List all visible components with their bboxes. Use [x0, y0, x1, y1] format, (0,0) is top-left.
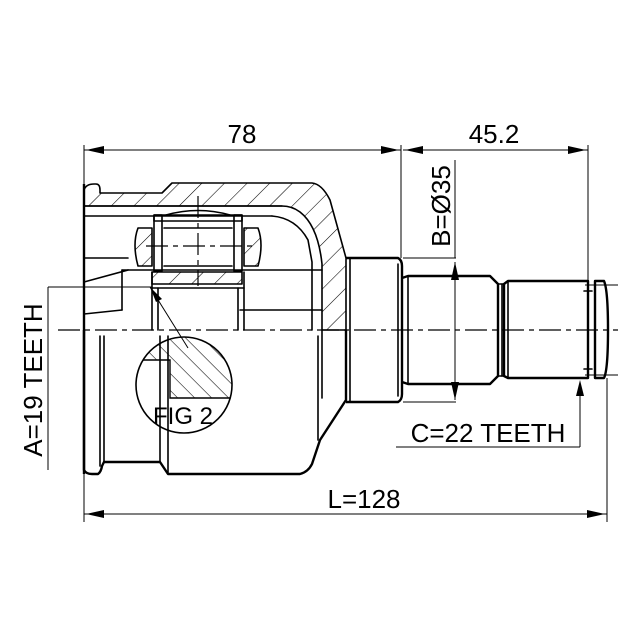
callout-a-label: A=19 TEETH [18, 303, 48, 456]
arrow-down-icon [451, 382, 459, 400]
joint-housing [82, 182, 348, 476]
callout-a-teeth: A=19 TEETH [18, 286, 152, 470]
arrow-up-icon [451, 262, 459, 280]
dimension-45-2: 45.2 [403, 119, 589, 285]
arrow-left-icon [405, 146, 423, 154]
dimension-b-diameter: B=Ø35 [403, 160, 459, 403]
stub-shaft [346, 256, 618, 404]
dimension-78-label: 78 [228, 119, 257, 149]
arrow-right-icon [568, 146, 586, 154]
dimension-78: 78 [83, 119, 402, 258]
dimension-b-label: B=Ø35 [426, 165, 456, 247]
arrow-left-icon [86, 510, 104, 518]
fig2-label: FIG 2 [153, 403, 213, 430]
arrow-right-icon [587, 510, 605, 518]
callout-c-label: C=22 TEETH [411, 418, 566, 448]
arrow-right-icon [381, 146, 399, 154]
tripod-roller [134, 196, 262, 331]
dimension-l-label: L=128 [327, 484, 400, 514]
leader-arrow-icon [150, 287, 162, 302]
dimension-45-2-label: 45.2 [469, 119, 520, 149]
arrow-up-icon [576, 380, 584, 396]
callout-c-teeth: C=22 TEETH [396, 380, 584, 448]
dimension-l-128: L=128 [83, 378, 608, 522]
fig2-detail: FIG 2 [135, 286, 233, 434]
arrow-left-icon [86, 146, 104, 154]
